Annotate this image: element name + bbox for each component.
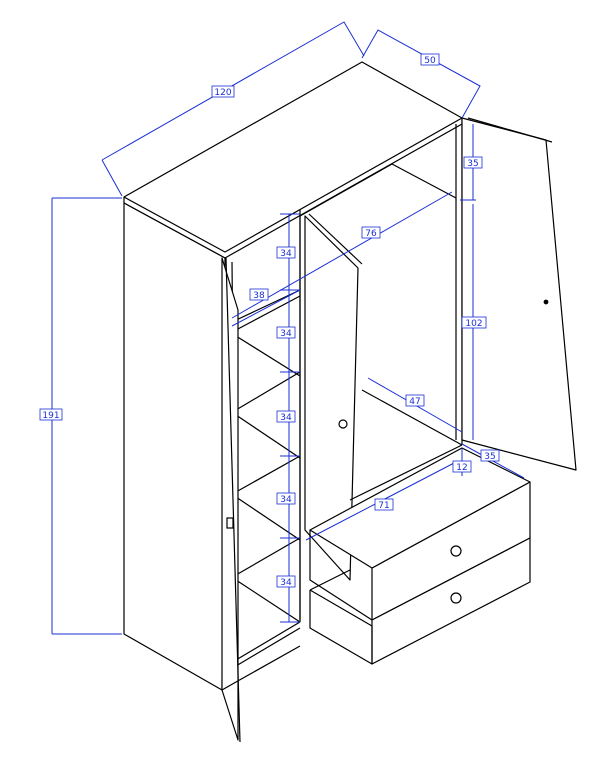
- dim-value: 34: [280, 495, 292, 505]
- dim-value: 38: [253, 291, 265, 301]
- dim-label-120: 120: [211, 85, 235, 98]
- upper-drawer-box: [309, 447, 531, 569]
- middle-door: [304, 215, 359, 581]
- dim-line-120: [101, 21, 365, 161]
- dim-label-102: 102: [461, 316, 487, 329]
- dim-label-35-top: 35: [463, 156, 483, 169]
- shelves: [231, 289, 301, 667]
- dim-value: 50: [424, 56, 436, 66]
- dim-value: 34: [280, 329, 292, 339]
- door-lock-icon: [226, 517, 234, 529]
- dim-label-35-drawer: 35: [480, 449, 500, 462]
- dim-value: 35: [467, 159, 478, 169]
- right-door: [461, 117, 577, 471]
- dim-label-191: 191: [39, 408, 63, 421]
- lower-drawer-side: [309, 589, 373, 665]
- dim-value: 47: [409, 397, 420, 407]
- left-door-edge: [225, 257, 241, 743]
- shelf: [235, 537, 301, 576]
- shelf: [235, 621, 301, 661]
- wardrobe-left-side: [123, 202, 226, 691]
- dim-value: 34: [280, 413, 292, 423]
- dim-value: 191: [42, 411, 59, 421]
- dim-value: 102: [465, 319, 482, 329]
- left-door: [221, 257, 239, 741]
- dim-label-71: 71: [374, 498, 394, 511]
- dim-label-12: 12: [452, 460, 472, 473]
- upper-drawer-side: [309, 530, 373, 621]
- hanging-bottom-2: [349, 444, 463, 501]
- dim-value: 71: [378, 501, 389, 511]
- right-door-edge: [467, 117, 553, 143]
- shelf: [235, 455, 301, 493]
- dim-label-34: 34: [276, 246, 296, 259]
- hanging-bottom: [361, 389, 463, 446]
- shelf: [235, 627, 301, 667]
- dim-line-76: [231, 191, 453, 319]
- shelf: [235, 371, 301, 411]
- shelf: [235, 295, 301, 331]
- right-door-knob-icon: [543, 299, 549, 305]
- dim-label-76: 76: [361, 226, 381, 239]
- dimension-labels: 120 50 191 35 102 76 38 34: [39, 53, 500, 588]
- dim-value: 35: [484, 452, 495, 462]
- dim-value: 34: [280, 249, 292, 259]
- handles: [226, 299, 549, 604]
- shelf: [235, 335, 301, 377]
- middle-door-edge: [308, 213, 363, 265]
- drawer-knob-icon: [450, 545, 462, 557]
- lower-drawer-top: [309, 569, 351, 591]
- dim-value: 34: [280, 578, 292, 588]
- dim-label-47: 47: [405, 394, 425, 407]
- dim-value: 76: [365, 229, 377, 239]
- drawer-knob-icon: [450, 592, 462, 604]
- dim-ext: [101, 159, 123, 197]
- dim-value: 12: [456, 463, 467, 473]
- base: [221, 645, 301, 691]
- dim-label-34: 34: [276, 326, 296, 339]
- dim-label-34: 34: [276, 575, 296, 588]
- door-knob-icon: [338, 419, 348, 429]
- dim-label-38: 38: [249, 288, 269, 301]
- wardrobe-body: [123, 61, 577, 743]
- dim-value: 120: [214, 88, 231, 98]
- wardrobe-top: [123, 61, 463, 253]
- interior-top-back: [299, 163, 457, 217]
- dim-label-34: 34: [276, 410, 296, 423]
- dim-label-50: 50: [420, 53, 440, 66]
- dim-label-34: 34: [276, 492, 296, 505]
